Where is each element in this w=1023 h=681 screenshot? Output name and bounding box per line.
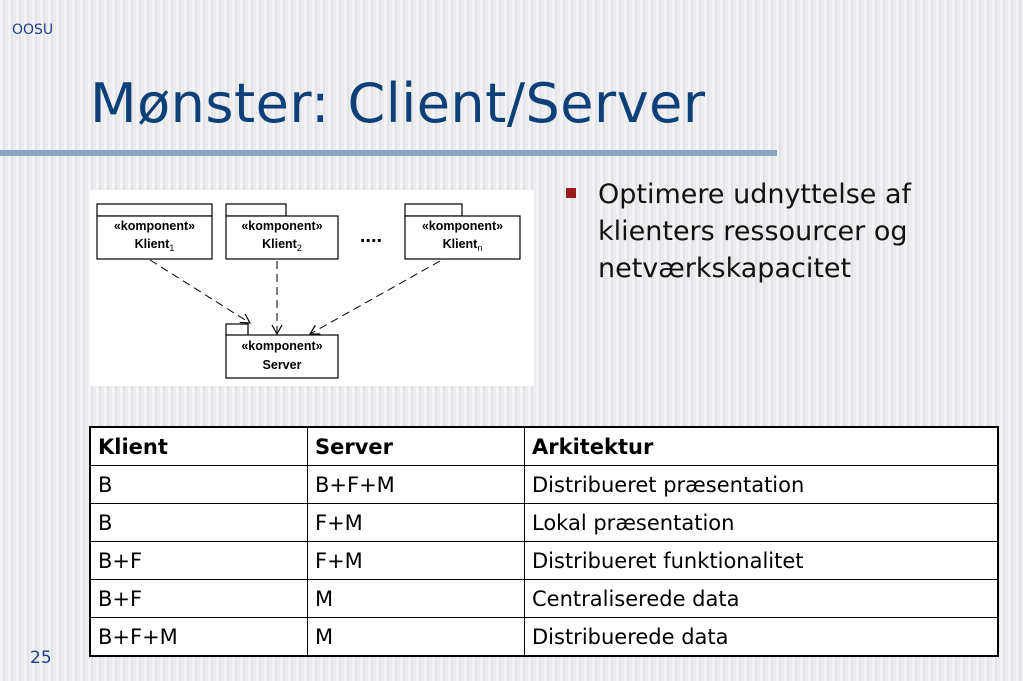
client-1-name: Klient xyxy=(135,237,171,251)
cell-arkitektur: Distribueret præsentation xyxy=(524,465,999,504)
client-2-subscript: 2 xyxy=(297,243,302,253)
svg-text:Klient1: Klient1 xyxy=(135,237,175,253)
client-2-component: «komponent» Klient2 xyxy=(225,203,339,260)
cell-klient: B+F+M xyxy=(89,617,308,657)
page-number: 25 xyxy=(30,648,52,668)
client-n-component: «komponent» Klientn xyxy=(404,203,521,260)
dependency-arrow-client-n xyxy=(308,260,441,335)
bullet-marker xyxy=(566,188,576,198)
cell-arkitektur: Distribuerede data xyxy=(524,617,999,657)
header-arkitektur: Arkitektur xyxy=(524,426,999,466)
cell-arkitektur: Distribueret funktionalitet xyxy=(524,541,999,580)
cell-server: B+F+M xyxy=(307,465,525,504)
client-1-stereotype: «komponent» xyxy=(114,219,195,233)
table-row: B F+M Lokal præsentation xyxy=(89,503,999,542)
architecture-table: Klient Server Arkitektur B B+F+M Distrib… xyxy=(89,426,999,657)
table-row: B+F M Centraliserede data xyxy=(89,579,999,618)
server-component: «komponent» Server xyxy=(225,323,339,379)
svg-text:Klientn: Klientn xyxy=(443,237,483,253)
header-label: OOSU xyxy=(12,22,54,38)
client-2-name: Klient xyxy=(262,237,298,251)
server-stereotype: «komponent» xyxy=(241,339,322,353)
cell-klient: B+F xyxy=(89,541,308,580)
cell-server: F+M xyxy=(307,541,525,580)
header-klient: Klient xyxy=(89,426,308,466)
client-n-name: Klient xyxy=(443,237,479,251)
table-row: B+F F+M Distribueret funktionalitet xyxy=(89,541,999,580)
cell-server: M xyxy=(307,579,525,618)
server-name: Server xyxy=(263,358,302,372)
header-server: Server xyxy=(307,426,525,466)
slide-title: Mønster: Client/Server xyxy=(90,72,706,135)
table-row: B B+F+M Distribueret præsentation xyxy=(89,465,999,504)
cell-server: F+M xyxy=(307,503,525,542)
cell-klient: B+F xyxy=(89,579,308,618)
table-row: B+F+M M Distribuerede data xyxy=(89,617,999,657)
client-n-stereotype: «komponent» xyxy=(422,219,503,233)
table-header-row: Klient Server Arkitektur xyxy=(89,426,999,466)
architecture-table-wrap: Klient Server Arkitektur B B+F+M Distrib… xyxy=(89,426,999,657)
cell-arkitektur: Lokal præsentation xyxy=(524,503,999,542)
cell-klient: B xyxy=(89,465,308,504)
svg-text:Klient2: Klient2 xyxy=(262,237,302,253)
component-diagram: «komponent» Klient1 «komponent» Klient2 … xyxy=(90,190,534,386)
client-1-component: «komponent» Klient1 xyxy=(96,203,213,260)
cell-klient: B xyxy=(89,503,308,542)
client-1-subscript: 1 xyxy=(169,243,174,253)
clients-ellipsis: .... xyxy=(360,225,382,247)
dependency-arrow-client-1 xyxy=(149,259,252,324)
title-rule xyxy=(0,150,777,156)
bullet-text: Optimere udnyttelse af klienters ressour… xyxy=(598,179,912,284)
client-n-subscript: n xyxy=(477,243,482,253)
cell-arkitektur: Centraliserede data xyxy=(524,579,999,618)
client-2-stereotype: «komponent» xyxy=(241,219,322,233)
cell-server: M xyxy=(307,617,525,657)
